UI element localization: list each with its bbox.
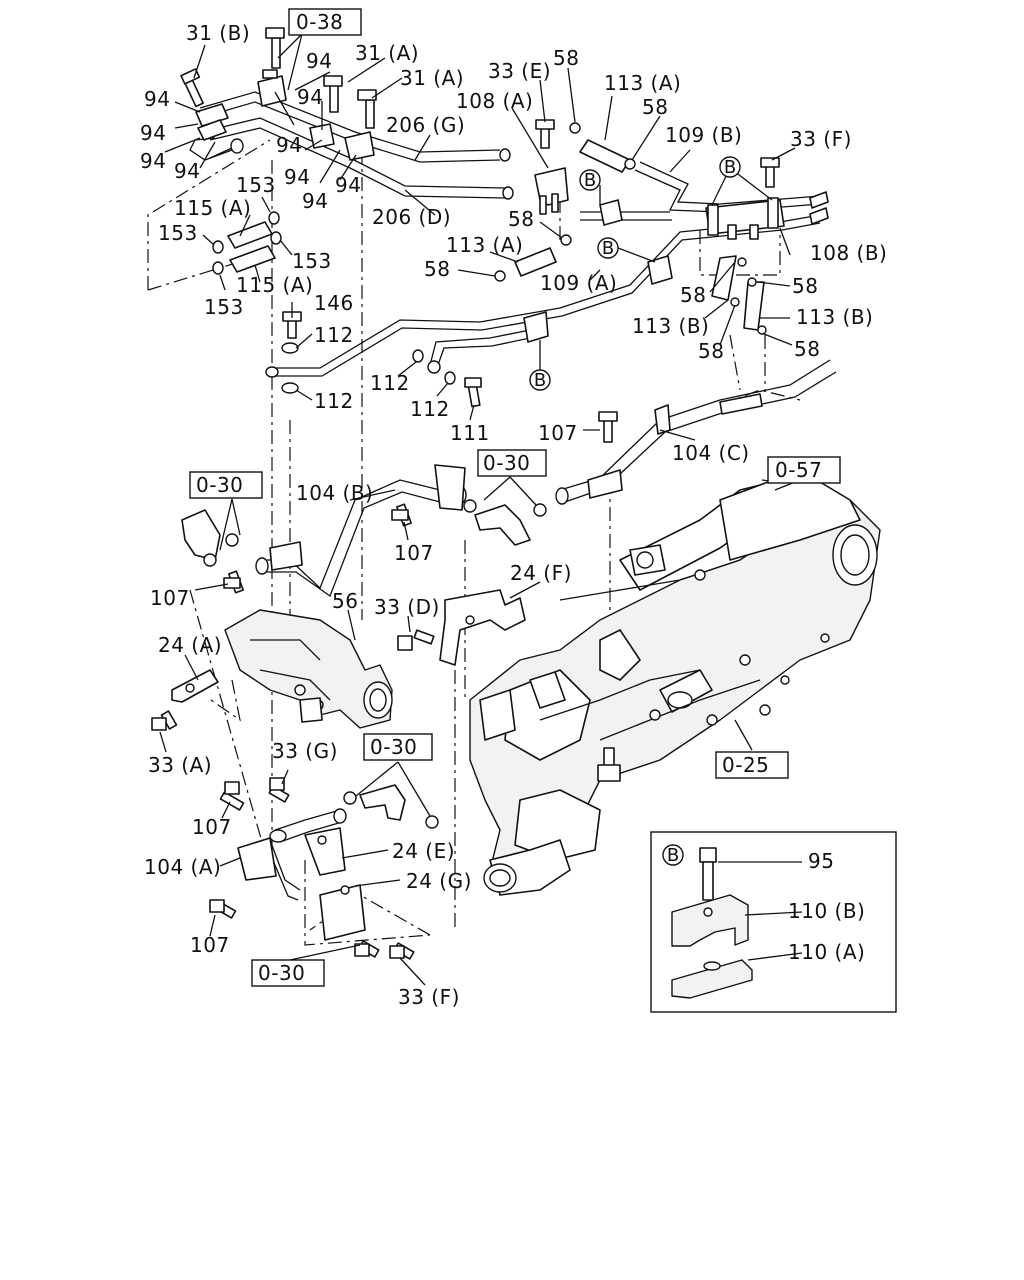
callout-label: 146 bbox=[314, 291, 354, 315]
callout-label: 104 (B) bbox=[296, 481, 373, 505]
reference-label: 0-30 bbox=[196, 473, 243, 497]
pipe-109-assembly bbox=[265, 119, 829, 408]
clip-b-marker-2: B bbox=[584, 170, 596, 191]
pipe-104c bbox=[555, 359, 837, 505]
callout-label: 108 (B) bbox=[810, 241, 887, 265]
callout-label: 109 (A) bbox=[540, 271, 617, 295]
callout-label: 24 (A) bbox=[158, 633, 222, 657]
callout-label: 206 (D) bbox=[372, 205, 451, 229]
callout-label: 58 bbox=[794, 337, 820, 361]
callout-label: 94 bbox=[284, 165, 310, 189]
callout-label: 206 (G) bbox=[386, 113, 465, 137]
clip-b-marker-detail: B bbox=[667, 845, 679, 866]
callout-label: 24 (F) bbox=[510, 561, 572, 585]
callout-label: 109 (B) bbox=[665, 123, 742, 147]
callout-label: 111 bbox=[450, 421, 490, 445]
callout-label: 94 bbox=[140, 121, 166, 145]
callout-label: 94 bbox=[302, 189, 328, 213]
pipe-104b bbox=[223, 464, 467, 598]
callout-label: 33 (F) bbox=[398, 985, 460, 1009]
bracket-24a bbox=[151, 669, 219, 731]
clip-b-markers: B B B B B bbox=[529, 156, 741, 866]
callout-label: 33 (D) bbox=[374, 595, 440, 619]
hose-0-30-groups bbox=[181, 499, 547, 829]
callout-label: 94 bbox=[276, 133, 302, 157]
callout-label: 153 bbox=[204, 295, 244, 319]
clip-b-marker-4: B bbox=[534, 370, 546, 391]
callout-label: 56 bbox=[332, 589, 358, 613]
reference-label: 0-25 bbox=[722, 753, 769, 777]
callout-label: 107 bbox=[394, 541, 434, 565]
callout-label: 58 bbox=[698, 339, 724, 363]
callout-label: 58 bbox=[792, 274, 818, 298]
callout-label: 33 (E) bbox=[488, 59, 551, 83]
callout-label: 94 bbox=[335, 173, 361, 197]
callout-label: 33 (G) bbox=[272, 739, 338, 763]
clip-b-marker-3: B bbox=[602, 238, 614, 259]
callout-label: 112 bbox=[314, 323, 354, 347]
callout-label: 58 bbox=[642, 95, 668, 119]
callout-label: 94 bbox=[306, 49, 332, 73]
callout-label: 108 (A) bbox=[456, 89, 533, 113]
callout-label: 33 (A) bbox=[148, 753, 212, 777]
callout-label: 31 (A) bbox=[355, 41, 419, 65]
pipe-206-assembly bbox=[180, 27, 514, 200]
callout-label: 115 (A) bbox=[236, 273, 313, 297]
callout-label: 113 (B) bbox=[796, 305, 873, 329]
callout-label: 95 bbox=[808, 849, 834, 873]
engine-egr-cooler bbox=[469, 469, 881, 896]
callout-label: 94 bbox=[174, 159, 200, 183]
callout-label: 115 (A) bbox=[174, 196, 251, 220]
clip-b-marker-1: B bbox=[724, 157, 736, 178]
callout-label: 107 bbox=[150, 586, 190, 610]
callout-label: 24 (G) bbox=[406, 869, 472, 893]
callout-label: 153 bbox=[158, 221, 198, 245]
callout-label: 58 bbox=[508, 207, 534, 231]
reference-label: 0-30 bbox=[483, 451, 530, 475]
callout-label: 33 (F) bbox=[790, 127, 852, 151]
callout-label: 94 bbox=[297, 85, 323, 109]
reference-boxes bbox=[189, 8, 841, 987]
reference-label: 0-57 bbox=[775, 458, 822, 482]
callout-label: 107 bbox=[538, 421, 578, 445]
bracket-24f bbox=[397, 589, 526, 666]
callout-label: 113 (A) bbox=[446, 233, 523, 257]
callout-label: 113 (B) bbox=[632, 314, 709, 338]
callout-label: 153 bbox=[236, 173, 276, 197]
reference-label: 0-30 bbox=[370, 735, 417, 759]
callout-label: 110 (B) bbox=[788, 899, 865, 923]
callout-label: 58 bbox=[553, 46, 579, 70]
callout-label: 107 bbox=[190, 933, 230, 957]
callout-label: 31 (A) bbox=[400, 66, 464, 90]
callout-label: 110 (A) bbox=[788, 940, 865, 964]
thermostat-housing-56 bbox=[224, 609, 393, 729]
callout-label: 113 (A) bbox=[604, 71, 681, 95]
callout-label: 58 bbox=[424, 257, 450, 281]
callout-label: 94 bbox=[144, 87, 170, 111]
callout-label: 112 bbox=[370, 371, 410, 395]
hose-115-set bbox=[212, 211, 282, 275]
callout-label: 104 (C) bbox=[672, 441, 750, 465]
callout-label: 58 bbox=[680, 283, 706, 307]
callout-labels: 31 (B) 0-38 94 31 (A) 31 (A) 94 94 94 94… bbox=[140, 10, 887, 1009]
callout-label: 94 bbox=[140, 149, 166, 173]
callout-label: 24 (E) bbox=[392, 839, 455, 863]
leader-lines bbox=[159, 33, 803, 986]
reference-label: 0-30 bbox=[258, 961, 305, 985]
reference-label: 0-38 bbox=[296, 10, 343, 34]
callout-label: 104 (A) bbox=[144, 855, 221, 879]
callout-label: 31 (B) bbox=[186, 21, 250, 45]
pipe-104a bbox=[209, 777, 415, 960]
callout-label: 107 bbox=[192, 815, 232, 839]
callout-label: 112 bbox=[314, 389, 354, 413]
callout-label: 112 bbox=[410, 397, 450, 421]
callout-label: 153 bbox=[292, 249, 332, 273]
